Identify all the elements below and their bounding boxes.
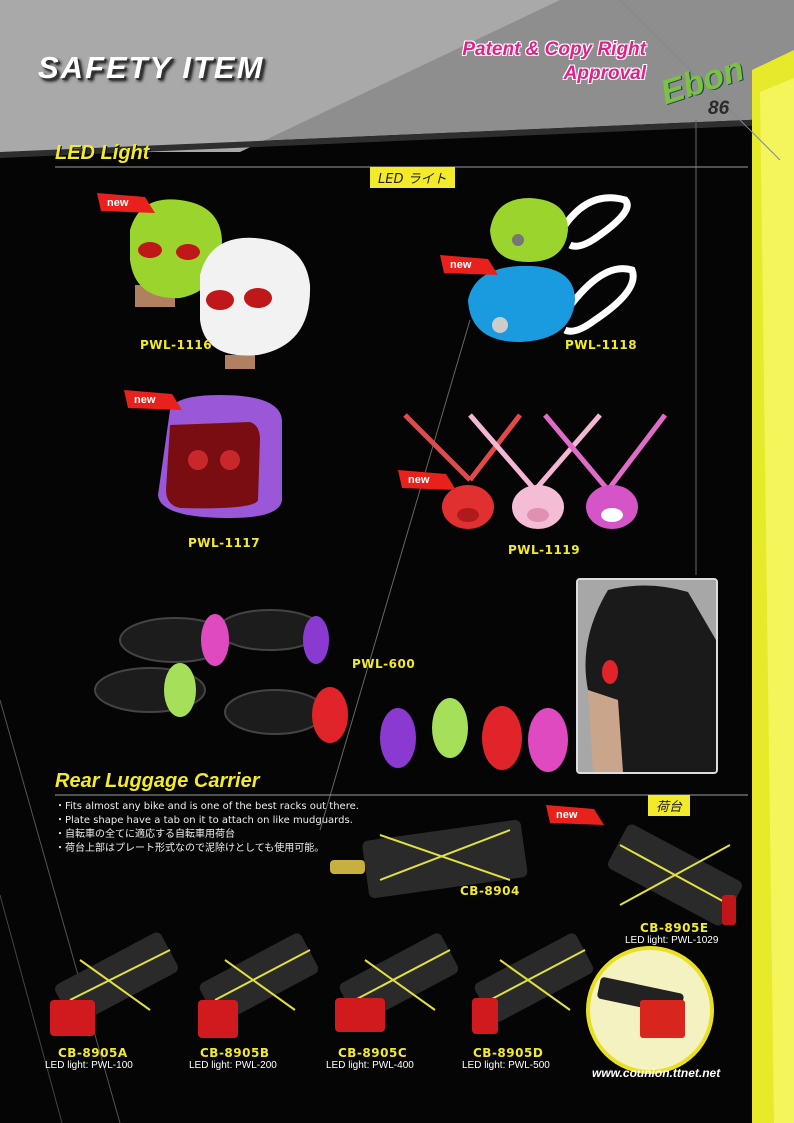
pwl-1119-image <box>403 413 667 529</box>
feature-item: Fits almost any bike and is one of the b… <box>55 800 359 814</box>
patent-notice: Patent & Copy Right Approval <box>462 38 646 86</box>
cb-8905b-image <box>198 933 319 1038</box>
cb-8905d-image <box>472 933 594 1034</box>
product-code-pwl-1117: PWL-1117 <box>188 536 261 550</box>
new-arrow-icon <box>124 390 182 410</box>
side-stripe-highlight <box>760 78 794 1123</box>
pwl-1116-image <box>130 199 311 369</box>
decor-line <box>0 699 121 1123</box>
led-spec-cb-8905b: LED light: PWL-200 <box>189 1060 277 1071</box>
new-tag-pwl-1119: new <box>398 470 458 501</box>
cb-8905c-image <box>335 933 459 1032</box>
new-tag-label: new <box>556 809 578 821</box>
product-code-cb-8905e: CB-8905E <box>640 921 709 935</box>
header-band-shadow <box>0 118 794 158</box>
usage-photo <box>576 578 718 774</box>
brand-mark: Ebon 86 <box>656 50 750 122</box>
carrier-features-list: Fits almost any bike and is one of the b… <box>55 800 359 856</box>
product-code-cb-8905a: CB-8905A <box>58 1046 128 1060</box>
page-title: SAFETY ITEM <box>38 50 265 85</box>
decor-line <box>0 894 63 1123</box>
decor-line <box>619 0 781 161</box>
pwl-600-image <box>94 609 568 772</box>
cb-8905e-image <box>607 824 743 926</box>
new-tag-pwl-1117: new <box>124 390 184 421</box>
feature-item: 荷台上部はプレート形式なので泥除けとしても使用可能。 <box>55 842 359 856</box>
cb-8904-image <box>330 819 528 899</box>
product-code-pwl-1116: PWL-1116 <box>140 338 213 352</box>
new-tag-label: new <box>450 259 472 271</box>
product-code-cb-8905b: CB-8905B <box>200 1046 270 1060</box>
new-tag-cb-8905e: new <box>546 805 606 836</box>
led-spec-cb-8905d: LED light: PWL-500 <box>462 1060 550 1071</box>
product-code-cb-8905d: CB-8905D <box>473 1046 544 1060</box>
new-arrow-icon <box>398 470 456 490</box>
new-arrow-icon <box>546 805 604 825</box>
new-tag-pwl-1116: new <box>97 193 157 224</box>
led-jp-label: LED ライト <box>370 167 455 188</box>
new-tag-label: new <box>408 474 430 486</box>
cb-8905a-image <box>50 932 178 1036</box>
pwl-1117-image <box>158 395 282 518</box>
feature-item: 自転車の全てに適応する自転車用荷台 <box>55 828 359 842</box>
led-spec-cb-8905e: LED light: PWL-1029 <box>625 935 719 946</box>
led-section-title: LED Light <box>55 142 150 164</box>
new-arrow-icon <box>97 193 155 213</box>
header-band-light <box>0 0 560 152</box>
product-code-cb-8904: CB-8904 <box>460 884 520 898</box>
new-tag-label: new <box>107 197 129 209</box>
new-tag-pwl-1118: new <box>440 255 500 286</box>
new-tag-label: new <box>134 394 156 406</box>
carrier-jp-label: 荷台 <box>648 795 691 816</box>
page-number: 86 <box>708 98 730 119</box>
pwl-1118-image <box>468 194 637 342</box>
new-arrow-icon <box>440 255 498 275</box>
usage-photo-illustration <box>578 580 716 772</box>
rack-closeup-image <box>586 946 714 1074</box>
carrier-section-title: Rear Luggage Carrier <box>55 770 260 792</box>
product-code-pwl-600: PWL-600 <box>352 657 416 671</box>
patent-line-2: Approval <box>563 63 646 84</box>
led-spec-cb-8905c: LED light: PWL-400 <box>326 1060 414 1071</box>
product-code-cb-8905c: CB-8905C <box>338 1046 408 1060</box>
product-code-pwl-1118: PWL-1118 <box>565 338 638 352</box>
decor-line <box>319 319 471 831</box>
website-url[interactable]: www.counion.ttnet.net <box>592 1066 721 1080</box>
patent-line-1: Patent & Copy Right <box>462 39 646 60</box>
led-spec-cb-8905a: LED light: PWL-100 <box>45 1060 133 1071</box>
feature-item: Plate shape have a tab on it to attach o… <box>55 814 359 828</box>
product-code-pwl-1119: PWL-1119 <box>508 543 581 557</box>
